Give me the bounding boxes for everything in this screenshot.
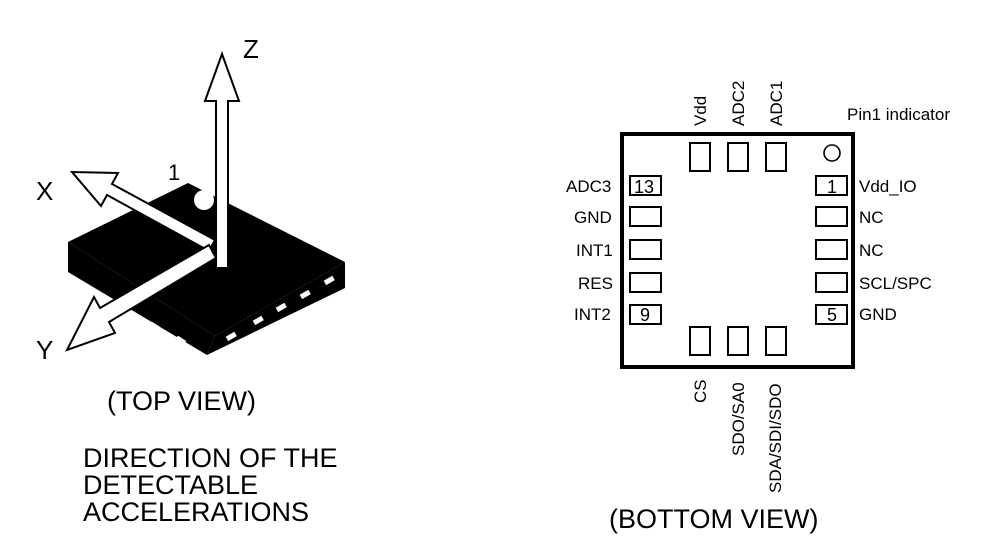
pin1-marker-label: 1 [168,160,181,185]
top-pin-label-adc2: ADC2 [729,80,748,126]
package-bottom-view [620,132,855,369]
pad-number-13: 13 [634,177,655,197]
pad-gnd-right [815,304,848,325]
pad-res [629,272,662,293]
pad-adc3 [629,175,662,196]
top-pin-label-vdd: Vdd [691,95,710,126]
pad-number-5: 5 [827,305,838,325]
x-axis-label: X [36,176,54,206]
package-outline [620,132,855,369]
y-axis-arrow [64,243,218,352]
pad-vdd-io [815,175,848,196]
left-pin-label-res: RES [578,274,613,293]
pad-sda-sdi-sdo [765,326,787,356]
y-axis-label: Y [36,335,54,365]
package-pads-right [225,275,335,342]
pin1-indicator-circle [823,144,841,162]
z-axis-label: Z [243,34,259,64]
pad-adc2 [727,142,749,172]
pad-nc-1 [815,206,848,227]
left-pin-label-adc3: ADC3 [566,177,612,196]
bottom-pin-label-cs: CS [691,379,710,403]
pad-vdd [689,142,711,172]
left-pin-label-gnd: GND [574,208,612,227]
x-axis-arrow [69,170,217,253]
pad-cs [689,326,711,356]
pad-number-9: 9 [640,305,651,325]
bottom-pin-label-sda-sdi-sdo: SDA/SDI/SDO [766,383,785,493]
right-pin-label-scl-spc: SCL/SPC [859,274,932,293]
pad-int1 [629,239,662,260]
pad-int2 [629,304,662,325]
pad-nc-2 [815,239,848,260]
right-pin-label-gnd: GND [859,305,897,324]
title-line-1: DIRECTION OF THE [83,443,338,473]
right-pin-label-nc-2: NC [859,241,884,260]
package-right-side [207,262,345,355]
top-view-caption: (TOP VIEW) [107,386,257,416]
bottom-pin-label-sdo-sa0: SDO/SA0 [729,382,748,456]
left-pin-label-int2: INT2 [574,305,611,324]
pad-scl-spc [815,272,848,293]
title-line-2: DETECTABLE [83,470,259,500]
z-axis-arrow [203,51,241,269]
pad-adc1 [765,142,787,172]
right-pin-label-vdd-io: Vdd_IO [859,177,917,196]
pad-number-1: 1 [827,177,838,197]
title-line-3: ACCELERATIONS [83,497,310,527]
pad-gnd-left [629,206,662,227]
top-pin-label-adc1: ADC1 [767,80,786,126]
left-pin-label-int1: INT1 [576,241,613,260]
pin1-indicator-label: Pin1 indicator [847,105,951,124]
right-pin-label-nc-1: NC [859,208,884,227]
bottom-view-caption: (BOTTOM VIEW) [609,504,819,534]
pin1-dot [194,190,214,210]
pad-sdo-sa0 [727,326,749,356]
